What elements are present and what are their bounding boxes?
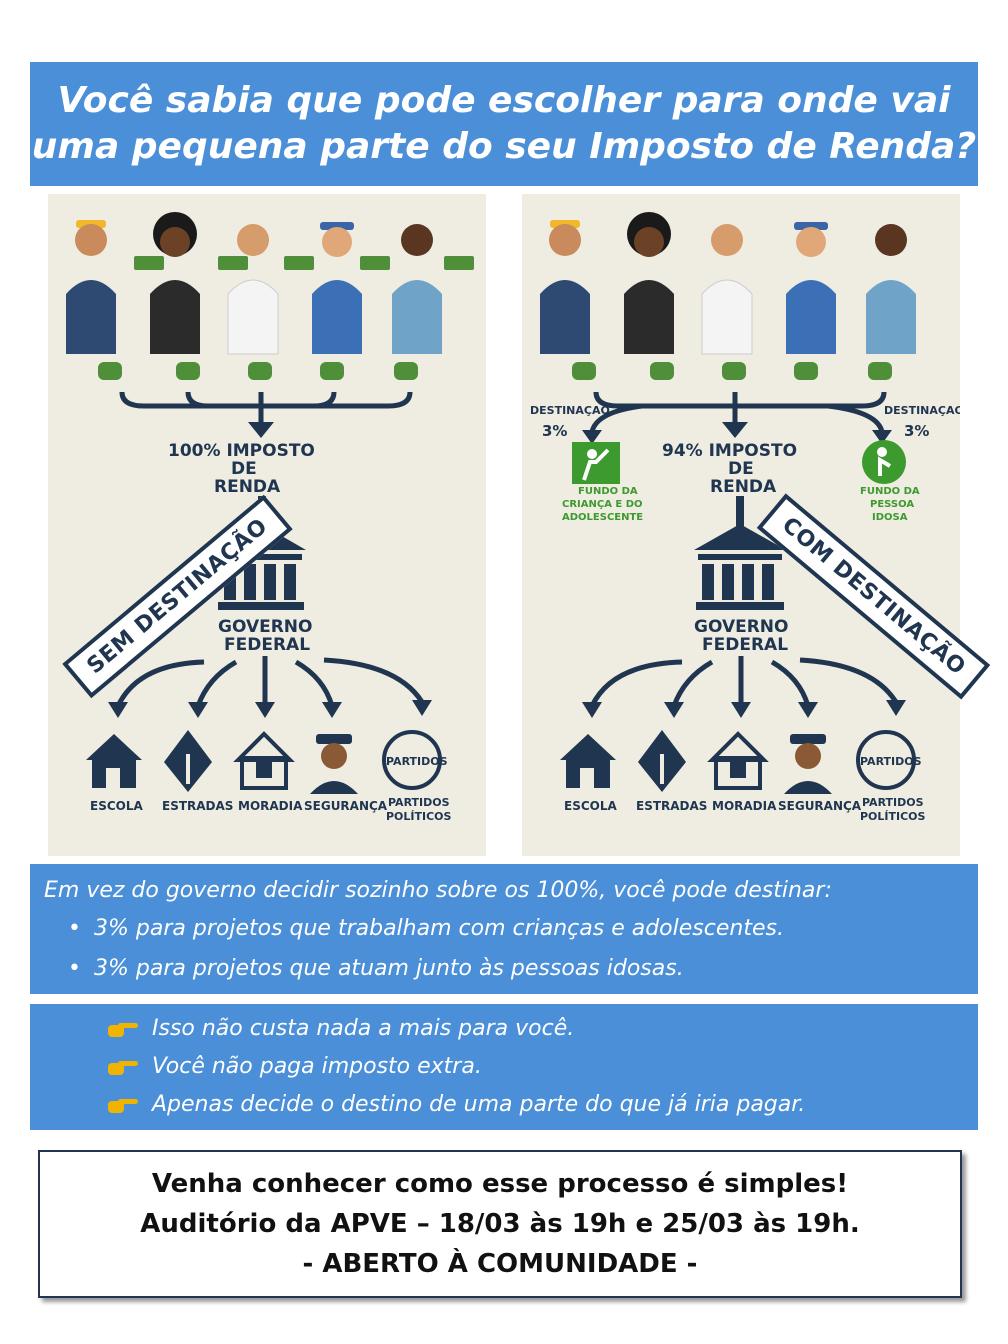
tax-label-line-3: RENDA: [214, 477, 281, 497]
house-icon: [707, 731, 769, 790]
destination-parties-line-2: POLÍTICOS: [860, 810, 926, 823]
tax-label-line-2: DE: [231, 459, 257, 479]
distribution-arrows: [115, 656, 425, 708]
note-text: Apenas decide o destino de uma parte do …: [152, 1092, 806, 1117]
pointing-hand-icon: [108, 1060, 138, 1075]
call-to-action-box: Venha conhecer como esse processo é simp…: [38, 1150, 962, 1298]
note-text: Isso não custa nada a mais para você.: [152, 1016, 575, 1041]
destination-school: ESCOLA: [564, 799, 617, 813]
cta-line-1: Venha conhecer como esse processo é simp…: [151, 1169, 849, 1199]
info-bullet-children: • 3% para projetos que trabalham com cria…: [68, 916, 784, 941]
government-label-line-2: FEDERAL: [224, 635, 310, 655]
money-icons: [98, 256, 474, 380]
tax-label-line-1: 100% IMPOSTO: [168, 441, 315, 461]
destination-pct-left: 3%: [542, 422, 567, 440]
bullet-dot: •: [68, 956, 81, 981]
road-icon: [638, 730, 686, 792]
destination-housing: MORADIA: [238, 799, 303, 813]
infographic-with-destination: DESTINAÇAO 3% DESTINAÇAO 3% FUNDO DA CRI…: [522, 194, 991, 856]
headline-banner: Você sabia que pode escolher para onde v…: [30, 62, 978, 186]
destination-security: SEGURANÇA: [778, 799, 862, 813]
party-badge-icon: PARTIDOS: [382, 730, 448, 790]
police-officer-icon: [784, 734, 832, 794]
party-badge-icon: PARTIDOS: [856, 730, 922, 790]
elder-fund-label-3: IDOSA: [872, 512, 908, 523]
destination-roads: ESTRADAS: [636, 799, 707, 813]
tax-label-line-2: DE: [728, 459, 754, 479]
info-bullet-text: 3% para projetos que trabalham com crian…: [94, 916, 784, 941]
workers-illustration: [540, 212, 916, 380]
cta-line-2: Auditório da APVE – 18/03 às 19h e 25/03…: [140, 1209, 860, 1239]
pointing-hand-icon: [108, 1098, 138, 1113]
government-label-line-1: GOVERNO: [694, 617, 789, 637]
government-building-icon: [694, 496, 786, 610]
elder-fund-icon: [862, 440, 906, 484]
worker-doctor: [227, 224, 279, 355]
note-text: Você não paga imposto extra.: [152, 1054, 482, 1079]
child-fund-label-2: CRIANÇA E DO: [562, 499, 643, 510]
house-icon: [233, 731, 295, 790]
destination-label-right: DESTINAÇAO: [884, 404, 960, 417]
destination-roads: ESTRADAS: [162, 799, 233, 813]
destination-parties-line-1: PARTIDOS: [862, 796, 924, 809]
child-fund-icon: [572, 442, 620, 484]
road-icon: [164, 730, 212, 792]
elder-fund-label-1: FUNDO DA: [860, 486, 920, 497]
note-decide-destination: Apenas decide o destino de uma parte do …: [106, 1092, 805, 1117]
split-arrows: [589, 391, 887, 433]
destination-security: SEGURANÇA: [304, 799, 388, 813]
elder-fund-label-2: PESSOA: [870, 499, 914, 510]
flow-diagram-left: 100% IMPOSTO DE RENDA GOVERNO FEDERAL: [66, 212, 474, 823]
converge-arrow: [119, 391, 413, 426]
distribution-arrows: [589, 656, 899, 708]
worker-engineer: [66, 220, 116, 354]
school-icon: [86, 734, 142, 788]
headline-line-1: Você sabia que pode escolher para onde v…: [57, 80, 951, 121]
child-fund-label-1: FUNDO DA: [578, 486, 638, 497]
notes-box: Isso não custa nada a mais para você. Vo…: [30, 1004, 978, 1130]
note-no-extra-tax: Você não paga imposto extra.: [106, 1054, 482, 1079]
government-label-line-2: FEDERAL: [702, 635, 788, 655]
destination-pct-right: 3%: [904, 422, 929, 440]
info-box: Em vez do governo decidir sozinho sobre …: [30, 864, 978, 994]
pointing-hand-icon: [108, 1022, 138, 1037]
worker-mechanic: [312, 222, 362, 354]
destination-parties-line-2: POLÍTICOS: [386, 810, 452, 823]
school-icon: [560, 734, 616, 788]
government-label-line-1: GOVERNO: [218, 617, 313, 637]
destination-housing: MORADIA: [712, 799, 777, 813]
worker-nurse: [392, 224, 442, 354]
cta-line-3: - ABERTO À COMUNIDADE -: [302, 1249, 698, 1279]
child-fund-label-3: ADOLESCENTE: [562, 512, 643, 523]
info-lead: Em vez do governo decidir sozinho sobre …: [44, 878, 832, 903]
info-bullet-elderly: • 3% para projetos que atuam junto às pes…: [68, 956, 684, 981]
tax-label-line-1: 94% IMPOSTO: [662, 441, 797, 461]
headline-line-2: uma pequena parte do seu Imposto de Rend…: [31, 126, 977, 167]
note-no-cost: Isso não custa nada a mais para você.: [106, 1016, 574, 1041]
workers-illustration: [66, 212, 474, 380]
coin-stack-icons: [572, 362, 892, 380]
destination-label-left: DESTINAÇAO: [530, 404, 610, 417]
bullet-dot: •: [68, 916, 81, 941]
destination-school: ESCOLA: [90, 799, 143, 813]
party-badge-text: PARTIDOS: [386, 755, 448, 768]
infographic-without-destination: 100% IMPOSTO DE RENDA GOVERNO FEDERAL: [48, 194, 486, 856]
flow-diagram-right: DESTINAÇAO 3% DESTINAÇAO 3% FUNDO DA CRI…: [530, 212, 960, 823]
coin-stack-icons: [98, 362, 418, 380]
party-badge-text: PARTIDOS: [860, 755, 922, 768]
tax-label-line-3: RENDA: [710, 477, 777, 497]
worker-secretary: [150, 212, 200, 354]
info-bullet-text: 3% para projetos que atuam junto às pess…: [94, 956, 684, 981]
destination-parties-line-1: PARTIDOS: [388, 796, 450, 809]
police-officer-icon: [310, 734, 358, 794]
